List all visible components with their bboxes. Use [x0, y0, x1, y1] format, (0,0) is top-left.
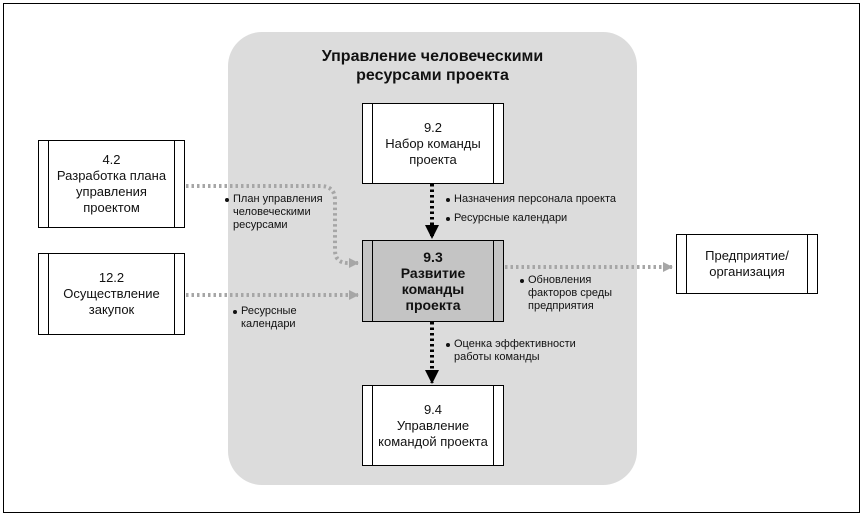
process-label: Разработка плана управления проектом — [56, 168, 167, 215]
process-9-2: 9.2 Набор команды проекта — [362, 103, 504, 184]
process-label: Управление командой проекта — [378, 417, 488, 449]
process-9-4: 9.4 Управление командой проекта — [362, 385, 504, 466]
bullet — [446, 217, 450, 221]
bullet — [225, 198, 229, 202]
flow-label-resource-calendars: Ресурсные календари — [454, 212, 568, 224]
process-9-3: 9.3 Развитие команды проекта — [362, 240, 504, 322]
bullet — [233, 310, 237, 314]
bullet — [520, 279, 524, 283]
process-label: Осуществление закупок — [63, 286, 160, 317]
flow-label-hr-plan: План управления человеческими ресурсами — [233, 193, 323, 231]
flow-label-staff-assignments: Назначения персонала проекта — [454, 193, 617, 205]
bullet — [446, 343, 450, 347]
process-number: 9.2 — [423, 119, 443, 135]
enterprise-label: Предприятие/ организация — [705, 248, 789, 279]
knowledge-area-title: Управление человеческими ресурсами проек… — [321, 48, 544, 84]
process-number: 4.2 — [102, 152, 121, 167]
enterprise-box: Предприятие/ организация — [676, 234, 818, 294]
flow-label-resource-calendars-procurement: Ресурсные календари — [241, 305, 297, 330]
process-label: Набор команды проекта — [385, 135, 481, 167]
flow-label-eef-updates: Обновления факторов среды предприятия — [528, 274, 613, 312]
process-number: 12.2 — [98, 270, 125, 285]
process-12-2: 12.2 Осуществление закупок — [38, 253, 185, 335]
process-number: 9.3 — [423, 249, 443, 265]
process-4-2: 4.2 Разработка плана управления проектом — [38, 140, 185, 228]
flow-hr-plan-line — [186, 184, 359, 268]
process-label: Развитие команды проекта — [400, 265, 466, 313]
flow-label-team-performance: Оценка эффективности работы команды — [454, 338, 576, 363]
bullet — [446, 198, 450, 202]
process-number: 9.4 — [423, 401, 443, 417]
